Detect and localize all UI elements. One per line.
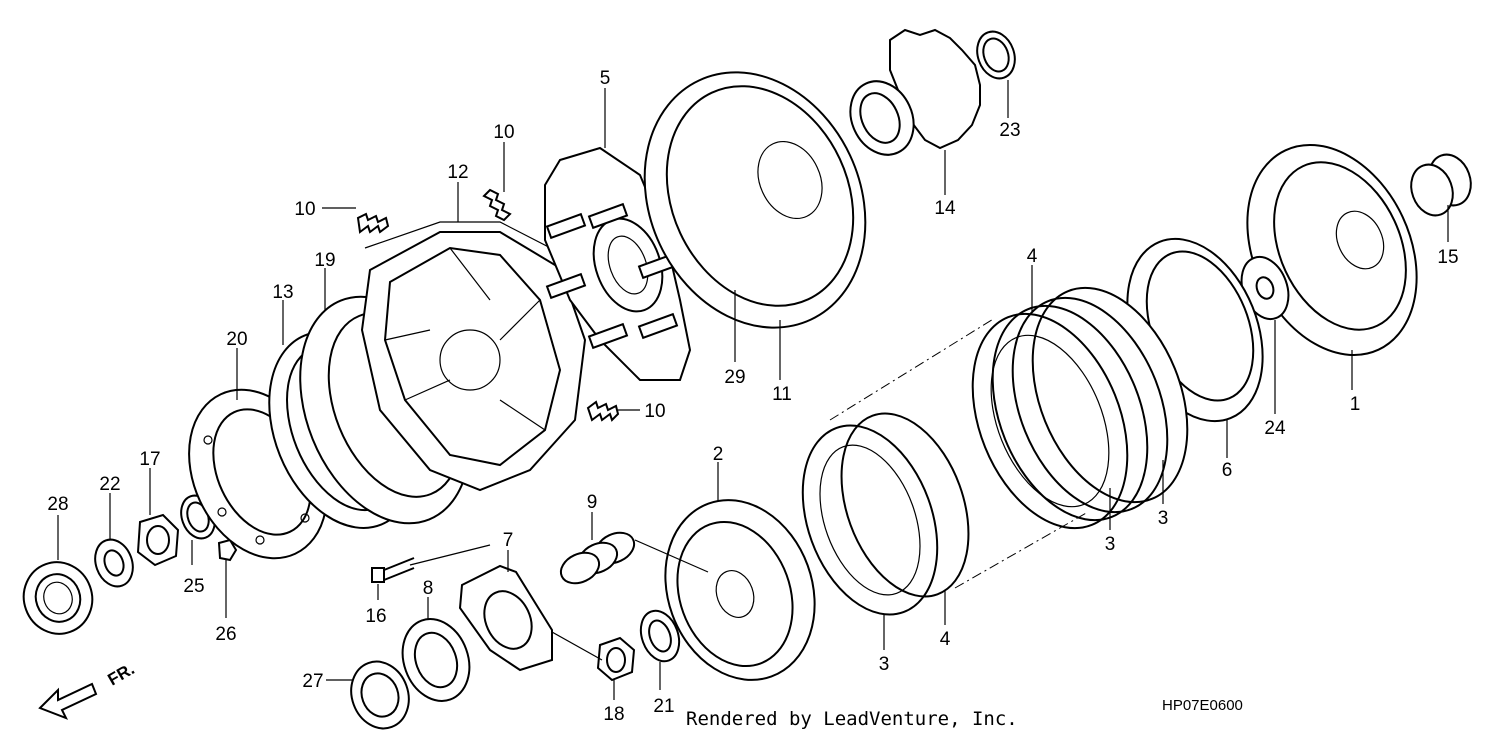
label-12: 12 xyxy=(447,162,468,183)
label-3-middle: 3 xyxy=(1105,534,1116,555)
label-15: 15 xyxy=(1437,247,1458,268)
part-17-nut xyxy=(136,513,180,567)
part-22-washer xyxy=(94,538,134,588)
front-direction-arrow: FR. xyxy=(38,659,138,720)
part-21-washer xyxy=(639,609,681,663)
direction-label: FR. xyxy=(105,659,138,689)
label-11: 11 xyxy=(772,384,792,405)
part-8-bearing xyxy=(401,618,471,702)
label-19: 19 xyxy=(314,250,335,271)
part-23-washer xyxy=(976,30,1016,80)
label-4-upper: 4 xyxy=(1027,246,1038,267)
label-26: 26 xyxy=(215,624,236,645)
part-28-bearing xyxy=(22,561,94,635)
alignment-lines xyxy=(829,317,1089,589)
label-25: 25 xyxy=(183,576,204,597)
label-10-left: 10 xyxy=(294,199,315,220)
label-10-top: 10 xyxy=(493,122,514,143)
label-3-lower: 3 xyxy=(879,654,890,675)
part-14-primary-gear xyxy=(849,28,981,156)
label-4-lower: 4 xyxy=(940,629,951,650)
label-13: 13 xyxy=(272,282,293,303)
label-14: 14 xyxy=(934,198,956,219)
label-8: 8 xyxy=(423,578,434,599)
part-16-bolt xyxy=(371,557,415,583)
leader-lines xyxy=(57,80,1449,700)
label-2: 2 xyxy=(713,444,724,465)
part-10-spring-top-left xyxy=(356,212,390,234)
label-29: 29 xyxy=(724,367,745,388)
part-27-bearing xyxy=(350,660,410,730)
part-3-4-plate-stack-lower xyxy=(801,412,970,616)
part-26-nut xyxy=(217,538,238,562)
part-12-weight-assembly xyxy=(360,221,587,492)
label-21: 21 xyxy=(653,696,674,717)
label-18: 18 xyxy=(603,704,624,725)
label-27: 27 xyxy=(302,671,323,692)
label-6: 6 xyxy=(1222,460,1233,481)
part-2-pressure-plate xyxy=(664,499,816,681)
part-1-clutch-outer xyxy=(1246,143,1418,357)
part-18-nut xyxy=(596,636,636,682)
label-10-right: 10 xyxy=(644,401,665,422)
label-22: 22 xyxy=(99,474,120,495)
label-28: 28 xyxy=(47,494,68,515)
label-3-right: 3 xyxy=(1158,508,1169,529)
label-17: 17 xyxy=(139,449,160,470)
part-7-lifter-plate xyxy=(409,544,603,672)
part-10-spring-top xyxy=(482,188,512,222)
render-credit: Rendered by LeadVenture, Inc. xyxy=(686,708,1018,730)
label-9: 9 xyxy=(587,492,598,513)
label-16: 16 xyxy=(365,606,386,627)
part-11-outer-drum xyxy=(643,71,867,329)
label-7: 7 xyxy=(503,530,514,551)
diagram-code: HP07E0600 xyxy=(1162,697,1243,714)
part-labels: 28 22 17 25 26 20 13 19 12 10 10 5 10 29… xyxy=(47,68,1458,725)
label-20: 20 xyxy=(226,329,247,350)
part-10-spring-right xyxy=(586,400,620,422)
label-1: 1 xyxy=(1350,394,1361,415)
part-5-drive-plate xyxy=(544,146,692,381)
label-5: 5 xyxy=(600,68,611,89)
part-9-clutch-springs xyxy=(559,531,709,585)
label-24: 24 xyxy=(1264,418,1286,439)
part-3-4-plate-stack-upper xyxy=(971,286,1189,530)
part-15-collar xyxy=(1410,153,1472,217)
label-23: 23 xyxy=(999,120,1020,141)
